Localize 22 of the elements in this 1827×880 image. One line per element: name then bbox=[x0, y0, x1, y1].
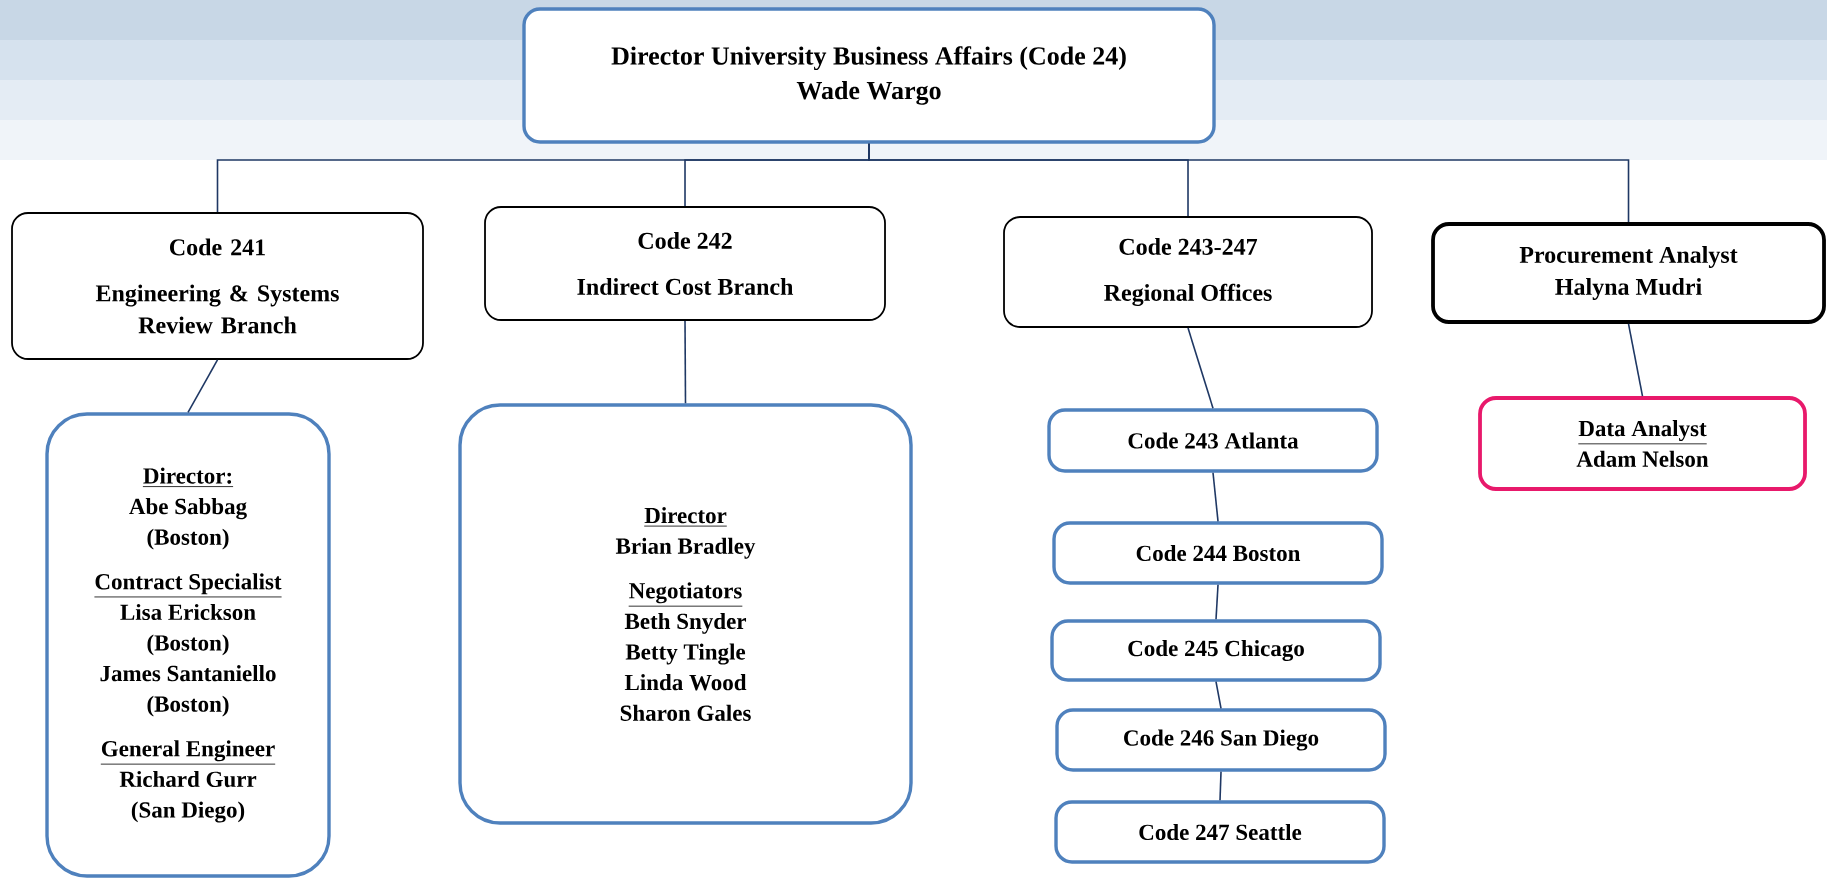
connector-line bbox=[1215, 583, 1219, 621]
office-box: Code 247 Seattle bbox=[1054, 800, 1386, 864]
connector-line bbox=[1212, 471, 1219, 523]
connector-line bbox=[187, 359, 219, 414]
connector-line bbox=[1219, 770, 1222, 802]
director-box: Director University Business Affairs (Code 24) Wade Wargo bbox=[522, 7, 1216, 144]
connector-line bbox=[1627, 323, 1644, 397]
analyst-box: Data Analyst Adam Nelson bbox=[1478, 396, 1807, 491]
connector-line bbox=[868, 142, 1630, 223]
office-box: Code 243 Atlanta bbox=[1047, 408, 1379, 473]
branch-box: Code 242 Indirect Cost Branch bbox=[484, 206, 886, 321]
office-box: Code 246 San Diego bbox=[1055, 708, 1387, 772]
branch-box: Code 243-247 Regional Offices bbox=[1003, 216, 1373, 328]
staff-box: Director Brian Bradley Negotiators Beth Snyder Betty Tingle Linda Wood Sharon Gales bbox=[458, 403, 913, 825]
analyst-box: Procurement Analyst Halyna Mudri bbox=[1431, 222, 1826, 324]
connector-line bbox=[1215, 680, 1222, 710]
branch-box: Code 241 Engineering & Systems Review Branch bbox=[11, 212, 424, 360]
connector-line bbox=[684, 320, 687, 405]
staff-box: Director: Abe Sabbag (Boston) Contract Specialist Lisa Erickson (Boston) James Santaniello (Boston) General Engineer Richard Gurr (San Diego) bbox=[45, 412, 331, 878]
connector-line bbox=[1187, 327, 1214, 410]
office-box: Code 245 Chicago bbox=[1050, 619, 1382, 682]
office-box: Code 244 Boston bbox=[1052, 521, 1384, 585]
